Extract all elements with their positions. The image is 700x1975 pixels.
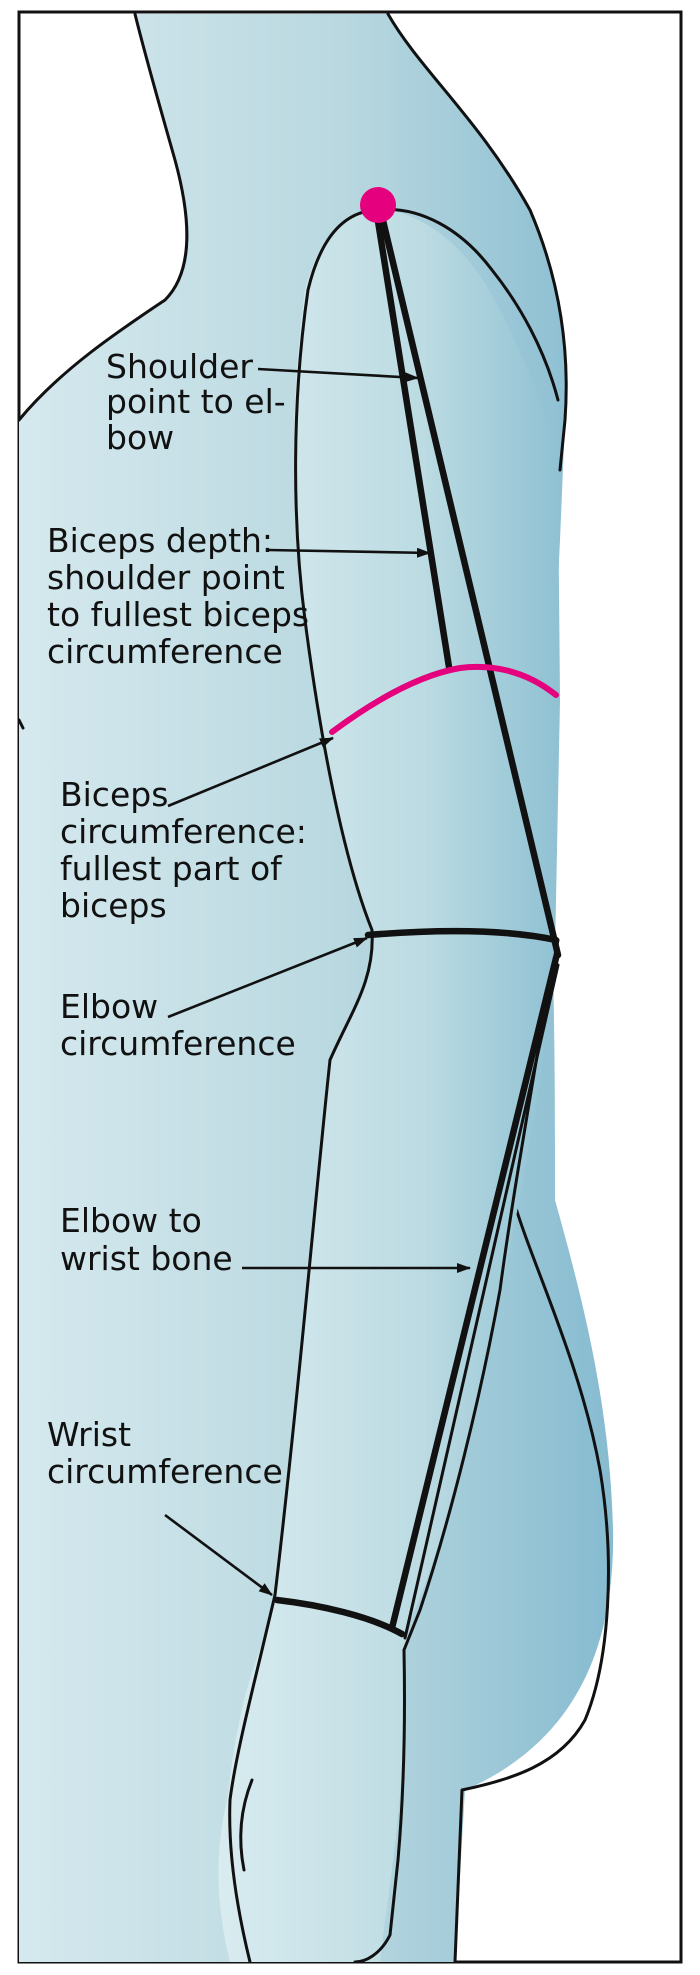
biceps-depth-arrow <box>267 547 431 558</box>
forearm-back-outline <box>273 1058 332 1597</box>
elbow-to-wrist-label-line-1: Elbow to <box>60 1201 202 1240</box>
wrist-circumference-label: Wrist circumference <box>47 1415 283 1491</box>
biceps-depth-label-line-1: Biceps depth: <box>47 521 273 560</box>
shoulder-to-wrist-line <box>376 204 562 959</box>
elbow-circumference-arrow <box>167 936 368 1019</box>
elbow-to-wrist-side-line <box>403 963 560 1640</box>
biceps-circumference-label-line-1: Biceps <box>60 775 168 814</box>
biceps-depth-label-line-3: to fullest biceps <box>47 595 309 634</box>
elbow-circumference-line <box>364 927 560 944</box>
biceps-circumference-label: Biceps circumference: fullest part of bi… <box>60 775 317 925</box>
biceps-circumference-label-line-3: fullest part of <box>60 849 283 888</box>
hand-palm-outline <box>353 1648 406 1964</box>
shoulder-to-elbow-arrow <box>257 367 419 383</box>
torso-back-outline <box>17 12 189 422</box>
upper-arm-back-outline <box>294 208 378 1062</box>
elbow-to-wrist-line <box>388 954 560 1632</box>
shoulder-to-elbow-label-line-2: point to el- <box>106 382 286 421</box>
biceps-circumference-line <box>329 663 559 735</box>
hand-thumb-outline <box>239 1778 254 1872</box>
elbow-to-wrist-label-line-2: wrist bone <box>60 1239 233 1278</box>
torso-lower-outline <box>453 1193 610 1964</box>
biceps-depth-label-line-2: shoulder point <box>47 558 285 597</box>
wrist-circumference-label-line-1: Wrist <box>47 1415 131 1454</box>
biceps-circumference-label-line-4: biceps <box>60 886 167 925</box>
shoulder-to-elbow-line <box>373 211 453 671</box>
biceps-circumference-arrow <box>167 736 334 808</box>
elbow-circumference-label-line-1: Elbow <box>60 987 158 1026</box>
biceps-circumference-label-line-2: circumference: <box>60 812 307 851</box>
elbow-to-wrist-label: Elbow to wrist bone <box>60 1201 233 1278</box>
biceps-depth-label: Biceps depth: shoulder point to fullest … <box>47 521 320 671</box>
hand-outline <box>228 1593 277 1964</box>
shoulder-point-marker-icon <box>360 187 396 223</box>
biceps-depth-label-line-4: circumference <box>47 632 283 671</box>
shoulder-to-elbow-label-line-1: Shoulder <box>106 347 253 386</box>
shoulder-to-elbow-label-line-3: bow <box>106 418 174 457</box>
wrist-circumference-arrow <box>164 1513 273 1597</box>
wrist-circumference-line <box>273 1596 406 1638</box>
shoulder-to-elbow-label: Shoulder point to el- bow <box>106 347 296 457</box>
elbow-circumference-label-line-2: circumference <box>60 1024 296 1063</box>
shoulder-top-outline <box>374 207 560 402</box>
torso-notch <box>17 718 25 730</box>
torso-front-outline <box>386 12 568 472</box>
elbow-circumference-label: Elbow circumference <box>60 987 296 1063</box>
wrist-circumference-label-line-2: circumference <box>47 1452 283 1491</box>
arm-silhouette <box>218 208 560 1962</box>
